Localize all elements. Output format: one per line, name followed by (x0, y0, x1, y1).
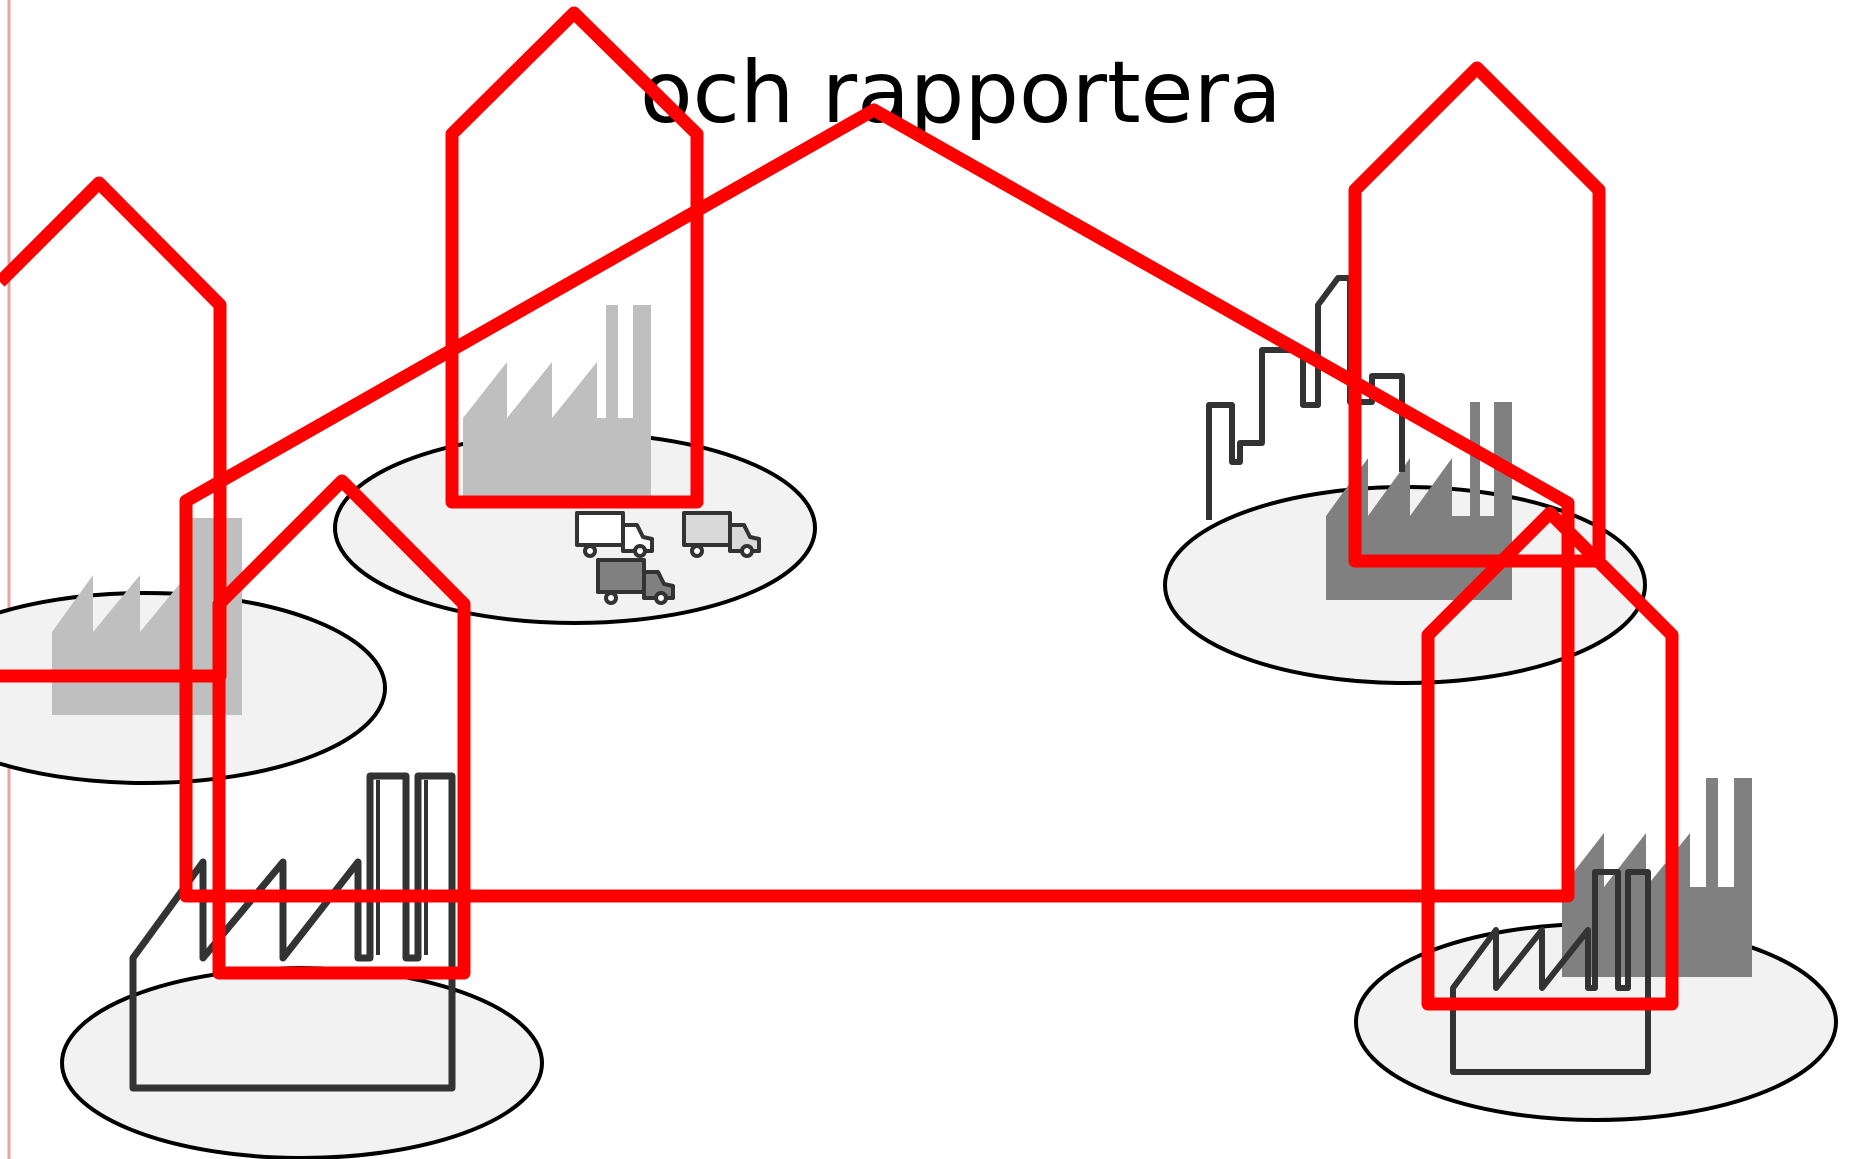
factory-light-icon (463, 305, 651, 496)
factory-outline-detail (201, 780, 428, 955)
red-house-outline-left (0, 176, 227, 683)
red-house-outline-top (445, 6, 704, 509)
factory-outline-icon (1450, 869, 1651, 1075)
red-house-outline-center-left (212, 474, 471, 980)
red-house-outline-large (179, 103, 1575, 903)
factory-gray-icon (1562, 778, 1752, 977)
truck-icon (596, 558, 675, 605)
slide-title-fragment: och rapportera (640, 43, 1282, 143)
red-house-outline-bottom-right (1421, 506, 1679, 1011)
red-house-outline-right (1348, 61, 1606, 568)
truck-icon (682, 511, 761, 558)
truck-icon (575, 511, 654, 558)
city-skyline-icon (1206, 275, 1405, 520)
factory-gray-icon (1326, 402, 1512, 600)
factory-light-icon (52, 518, 242, 715)
